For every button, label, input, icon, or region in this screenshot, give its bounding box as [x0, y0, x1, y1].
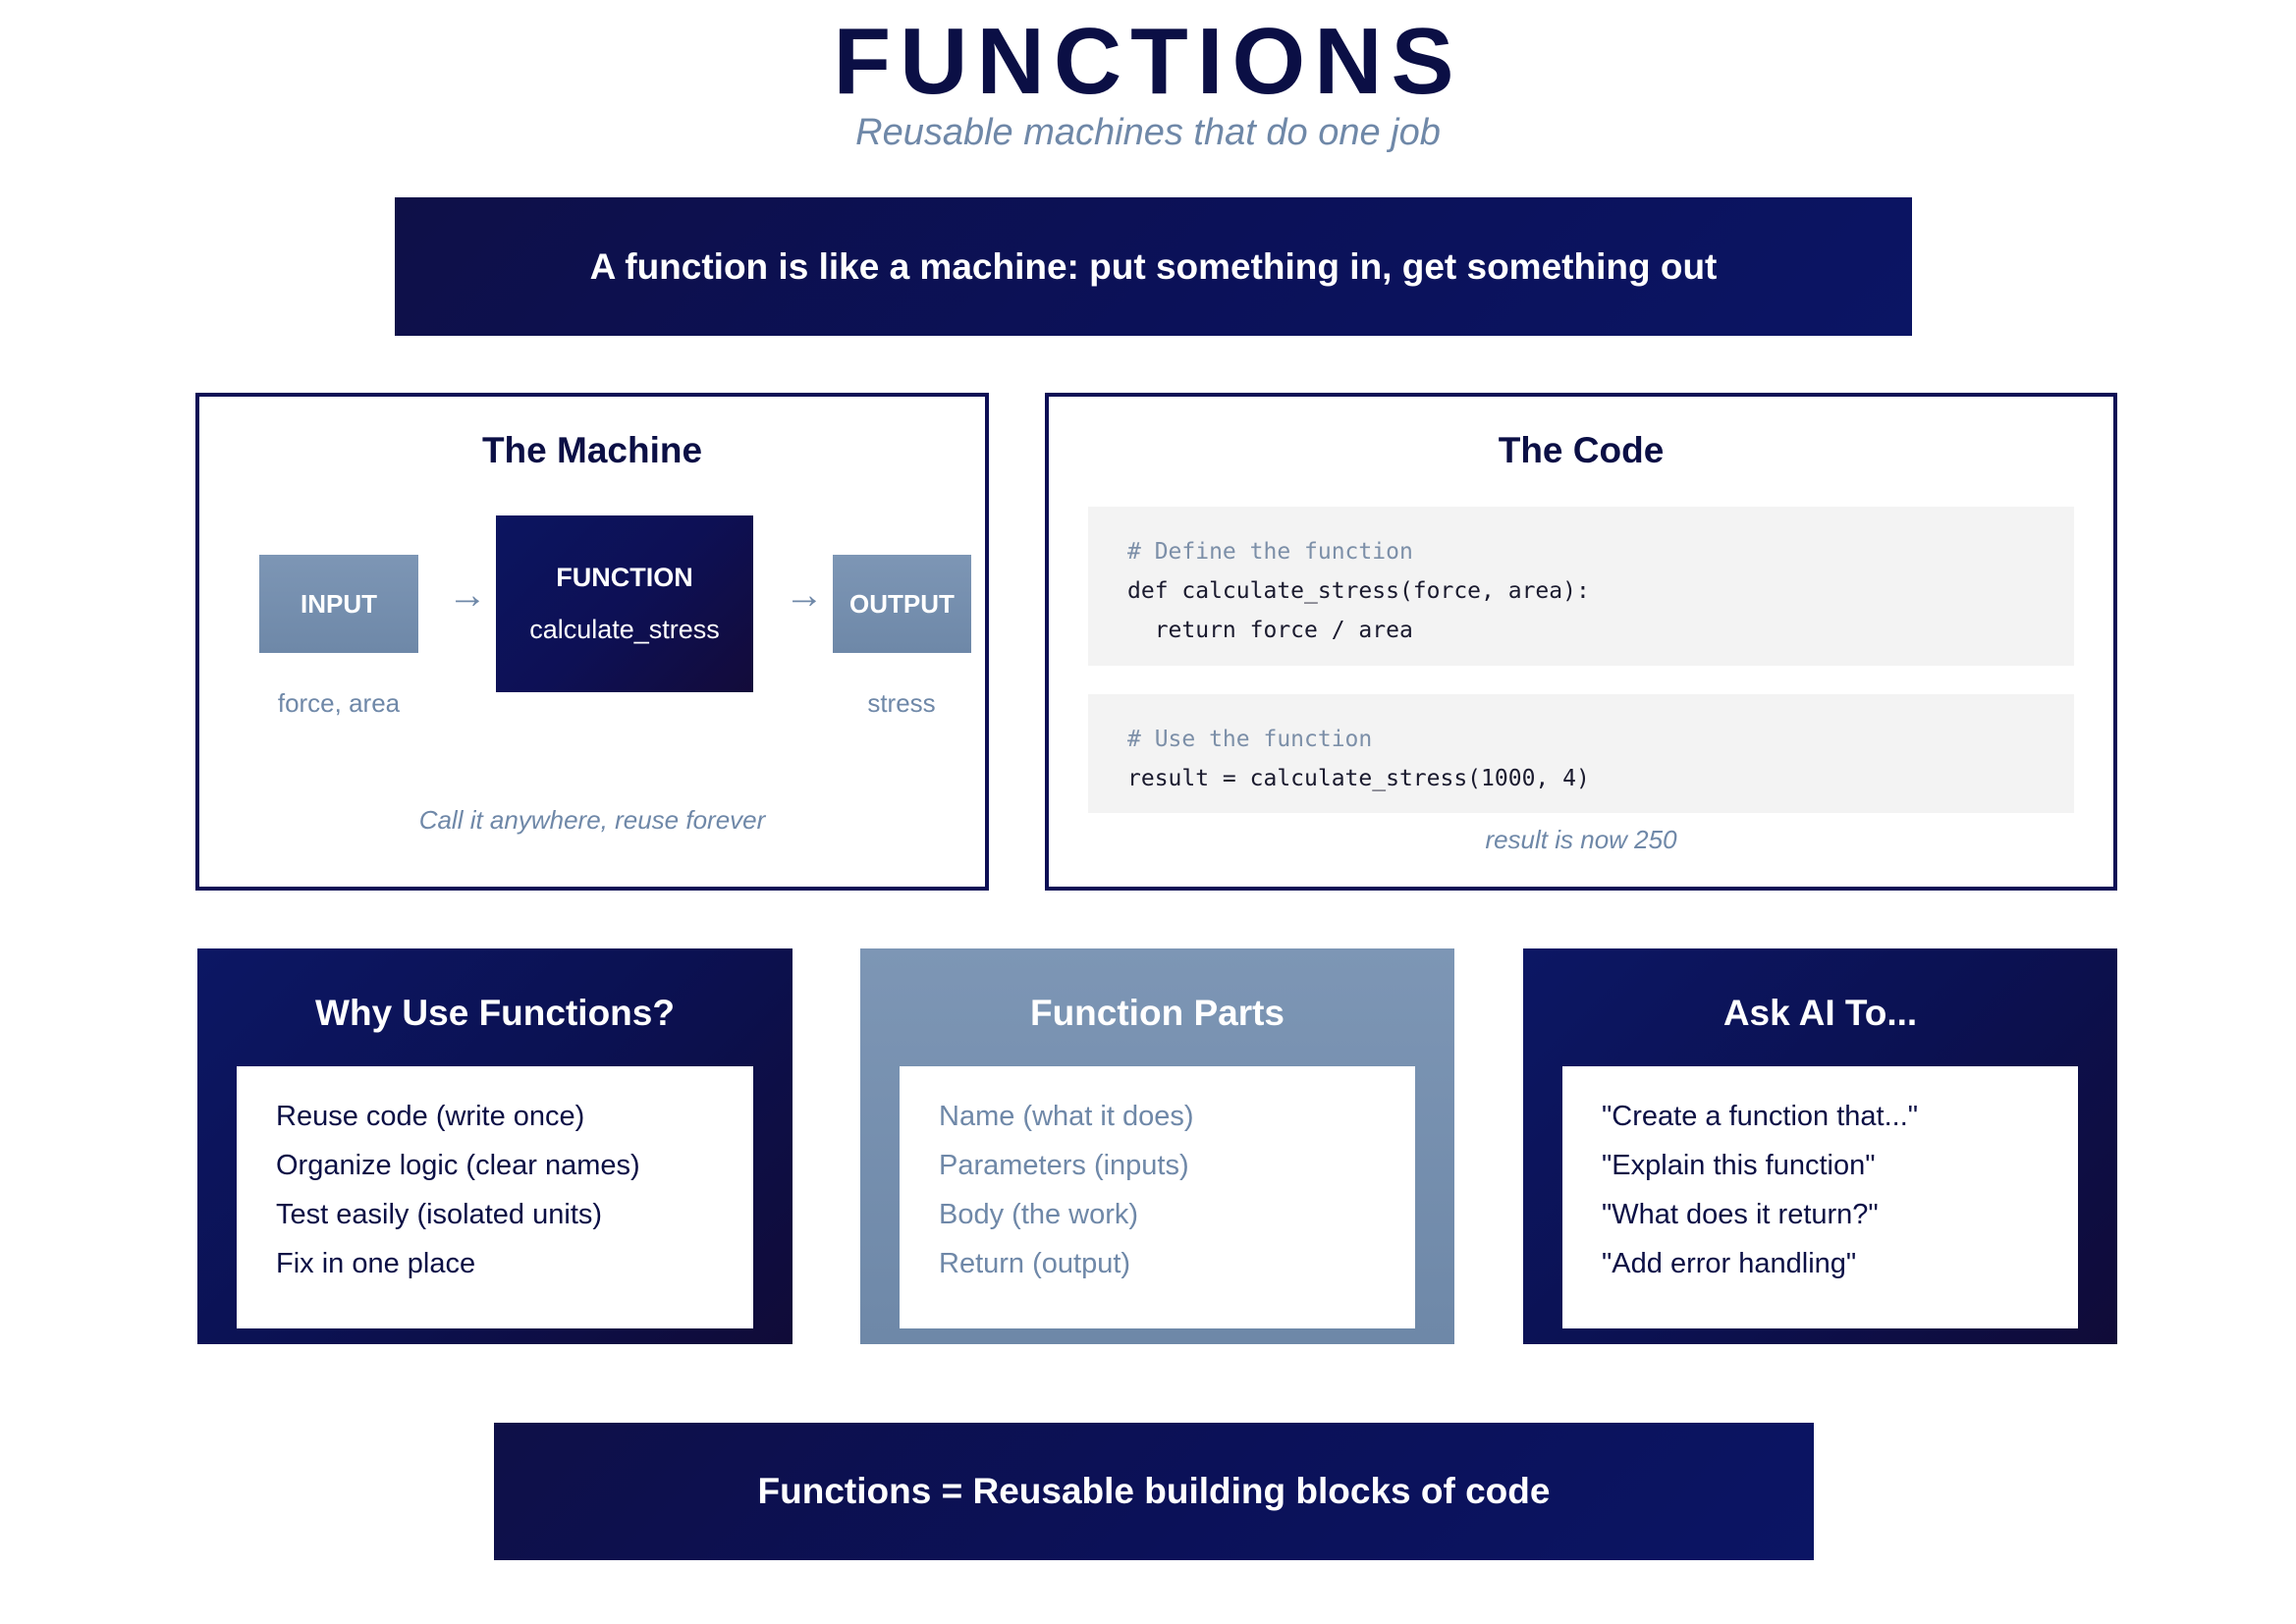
- intro-banner: A function is like a machine: put someth…: [395, 197, 1912, 336]
- card-list: Reuse code (write once) Organize logic (…: [237, 1066, 753, 1328]
- arrow-right-icon: →: [785, 573, 824, 617]
- machine-footer-note: Call it anywhere, reuse forever: [418, 805, 766, 835]
- list-item: "Add error handling": [1602, 1248, 1857, 1279]
- code-comment: # Use the function: [1127, 727, 1373, 752]
- machine-panel-title: The Machine: [481, 430, 703, 470]
- list-item: Parameters (inputs): [939, 1150, 1189, 1181]
- card-list: Name (what it does) Parameters (inputs) …: [900, 1066, 1415, 1328]
- list-item: Body (the work): [939, 1199, 1139, 1230]
- list-item: Reuse code (write once): [276, 1101, 585, 1132]
- why-use-functions-card: Why Use Functions? Reuse code (write onc…: [197, 948, 793, 1344]
- summary-banner: Functions = Reusable building blocks of …: [494, 1423, 1814, 1560]
- summary-banner-text: Functions = Reusable building blocks of …: [757, 1471, 1551, 1511]
- list-item: "What does it return?": [1602, 1199, 1879, 1230]
- ask-ai-card: Ask AI To... "Create a function that..."…: [1523, 948, 2117, 1344]
- list-item: "Explain this function": [1602, 1150, 1876, 1181]
- list-item: "Create a function that...": [1602, 1101, 1919, 1132]
- code-panel: The Code # Define the function def calcu…: [1045, 393, 2117, 891]
- input-caption: force, area: [277, 688, 401, 718]
- card-list: "Create a function that..." "Explain thi…: [1562, 1066, 2078, 1328]
- function-parts-card: Function Parts Name (what it does) Param…: [860, 948, 1454, 1344]
- input-node: INPUT: [259, 555, 418, 653]
- output-caption: stress: [867, 688, 936, 718]
- card-title: Why Use Functions?: [315, 993, 675, 1033]
- intro-banner-text: A function is like a machine: put someth…: [589, 245, 1718, 287]
- output-node-label: OUTPUT: [849, 588, 955, 619]
- page-title: FUNCTIONS: [833, 9, 1463, 114]
- code-block-define: # Define the function def calculate_stre…: [1088, 507, 2074, 666]
- function-node: FUNCTION calculate_stress: [496, 515, 753, 692]
- arrow-right-icon: →: [448, 573, 487, 617]
- list-item: Name (what it does): [939, 1101, 1194, 1132]
- code-line: def calculate_stress(force, area):: [1127, 578, 1590, 604]
- function-node-name: calculate_stress: [529, 615, 720, 644]
- code-line: return force / area: [1127, 618, 1413, 643]
- code-panel-title: The Code: [1498, 430, 1665, 470]
- list-item: Fix in one place: [276, 1248, 476, 1279]
- card-title: Function Parts: [1029, 993, 1285, 1033]
- code-comment: # Define the function: [1127, 539, 1413, 565]
- list-item: Organize logic (clear names): [276, 1150, 640, 1181]
- page-subtitle: Reusable machines that do one job: [855, 112, 1441, 153]
- card-title: Ask AI To...: [1722, 993, 1918, 1033]
- machine-panel: The Machine INPUT force, area → FUNCTION…: [195, 393, 989, 891]
- code-block-use: # Use the function result = calculate_st…: [1088, 694, 2074, 813]
- list-item: Return (output): [939, 1248, 1131, 1279]
- function-node-label: FUNCTION: [556, 563, 693, 592]
- list-item: Test easily (isolated units): [276, 1199, 603, 1230]
- code-line: result = calculate_stress(1000, 4): [1127, 766, 1590, 791]
- input-node-label: INPUT: [301, 588, 377, 619]
- code-result-note: result is now 250: [1485, 825, 1677, 854]
- output-node: OUTPUT: [833, 555, 971, 653]
